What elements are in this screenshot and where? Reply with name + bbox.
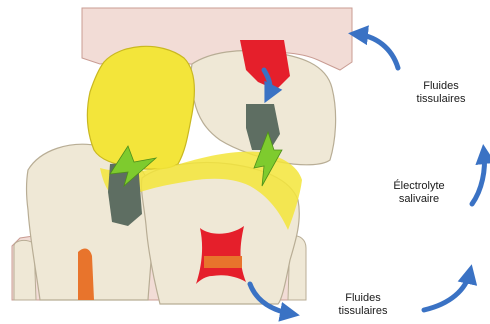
label-line: Fluides <box>318 292 408 305</box>
curved-arrow-icon <box>356 34 398 68</box>
label-line: Électrolyte <box>374 180 464 193</box>
curved-arrow-icon <box>424 272 470 310</box>
label-line: tissulaires <box>318 305 408 318</box>
root-canal <box>78 249 94 300</box>
label-line: Fluides <box>398 80 484 93</box>
label-fluides-tissulaires-top: Fluides tissulaires <box>398 80 484 106</box>
label-electrolyte-salivaire: Électrolyte salivaire <box>374 180 464 206</box>
upper-left-tooth <box>87 46 194 169</box>
label-fluides-tissulaires-bottom: Fluides tissulaires <box>318 292 408 318</box>
curved-arrow-icon <box>472 152 485 204</box>
lower-pulp-band <box>204 256 242 268</box>
label-line: salivaire <box>374 193 464 206</box>
label-line: tissulaires <box>398 93 484 106</box>
